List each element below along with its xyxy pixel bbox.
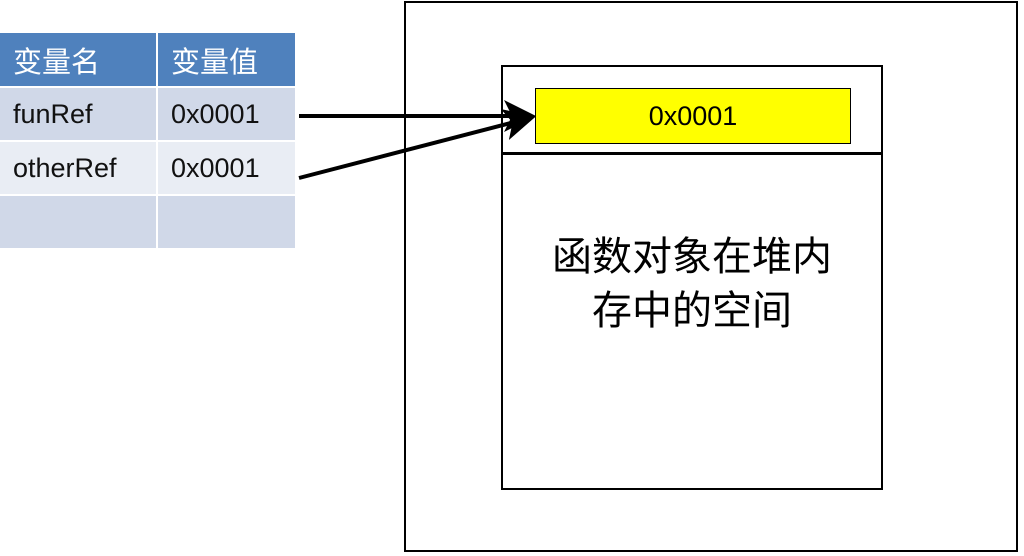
variable-value-cell (157, 195, 297, 250)
function-object-description: 函数对象在堆内 存中的空间 (503, 230, 881, 338)
table-header-row: 变量名 变量值 (0, 33, 297, 88)
function-object-header: 0x0001 (503, 67, 881, 155)
table-row: funRef 0x0001 (0, 87, 297, 142)
table-row: otherRef 0x0001 (0, 141, 297, 196)
variable-name-cell (0, 195, 158, 250)
table-row (0, 195, 297, 250)
function-address-cell: 0x0001 (535, 88, 851, 144)
variable-name-cell: otherRef (0, 141, 158, 196)
description-line-2: 存中的空间 (592, 288, 792, 334)
variable-value-cell: 0x0001 (157, 141, 297, 196)
function-object-box: 0x0001 函数对象在堆内 存中的空间 (501, 65, 883, 490)
header-variable-name: 变量名 (0, 33, 158, 88)
variable-table: 变量名 变量值 funRef 0x0001 otherRef 0x0001 (0, 33, 297, 250)
header-variable-value: 变量值 (157, 33, 297, 88)
variable-value-cell: 0x0001 (157, 87, 297, 142)
variable-name-cell: funRef (0, 87, 158, 142)
description-line-1: 函数对象在堆内 (552, 234, 832, 280)
heap-memory-region (404, 1, 1018, 552)
